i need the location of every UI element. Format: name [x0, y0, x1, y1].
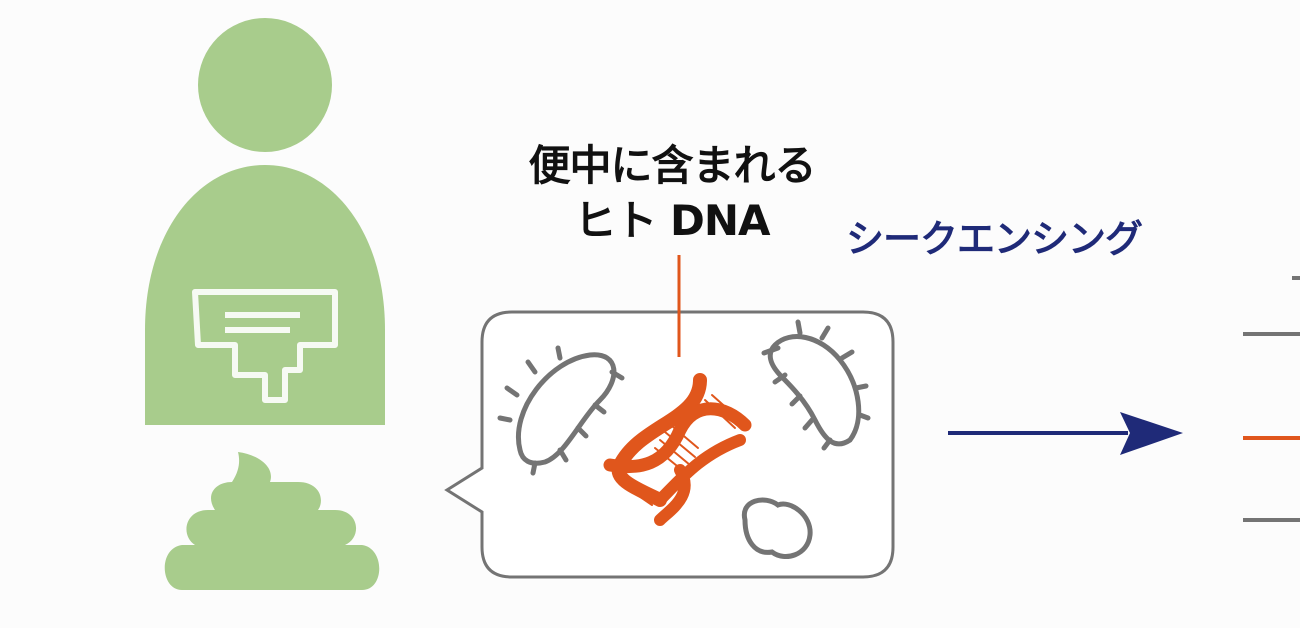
bacterium-icon — [741, 497, 813, 559]
human-dna-label-line1: 便中に含まれる — [528, 141, 816, 190]
dna-icon — [603, 373, 752, 526]
person-icon — [145, 18, 385, 425]
stool-icon — [164, 452, 380, 590]
intestine-icon — [192, 289, 338, 403]
human-dna-label-line2: ヒト DNA — [574, 196, 770, 245]
arrow-right-icon — [948, 412, 1183, 455]
sequence-read-lines — [1243, 276, 1300, 522]
human-dna-label: 便中に含まれる ヒト DNA — [462, 138, 882, 248]
bacterium-icon — [497, 345, 625, 476]
sequencing-label: シークエンシング — [846, 217, 1143, 261]
bacterium-icon — [761, 319, 871, 451]
